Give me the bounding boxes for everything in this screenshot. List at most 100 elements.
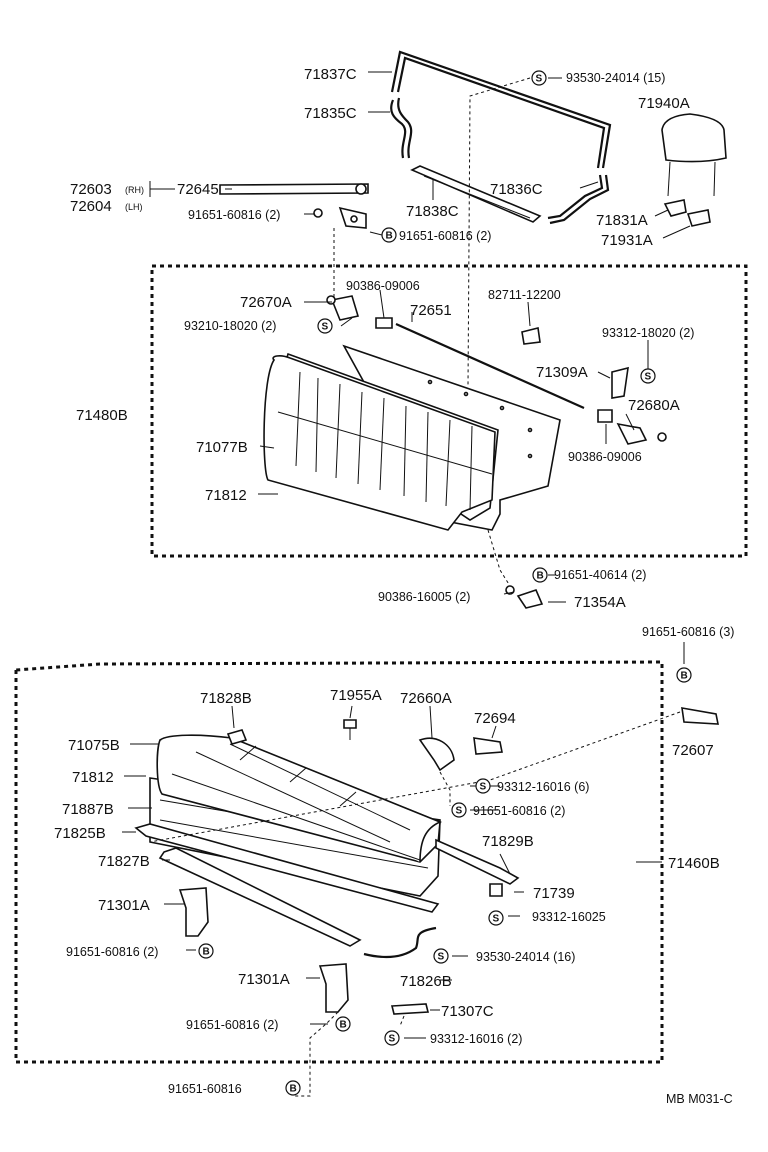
- cushion-rail-71829B: [435, 838, 520, 885]
- screw-symbol: S: [451, 802, 467, 818]
- part-label: 71812: [72, 769, 114, 786]
- striker-72694: [473, 737, 503, 755]
- svg-text:S: S: [536, 74, 543, 85]
- part-label: 72670A: [240, 294, 292, 311]
- svg-text:S: S: [322, 322, 329, 333]
- bolt-symbol: B: [198, 943, 214, 959]
- part-label-side: (LH): [125, 202, 143, 212]
- part-label: 71077B: [196, 439, 248, 456]
- part-label: 72680A: [628, 397, 680, 414]
- screw-symbol: S: [475, 778, 491, 794]
- lock-assembly-72670A: [326, 295, 360, 321]
- clip-82711-12200: [521, 327, 541, 345]
- bracket-71301A-left: [178, 887, 209, 937]
- part-label: 93312-16016 (2): [430, 1032, 522, 1046]
- lock-cover-71309A: [611, 366, 629, 399]
- svg-text:S: S: [438, 952, 445, 963]
- part-label: 71354A: [574, 594, 626, 611]
- part-label: 93312-16016 (6): [497, 780, 589, 794]
- hinge-72607: [681, 707, 719, 725]
- part-label: 93530-24014 (15): [566, 71, 665, 85]
- part-label: 91651-60816 (3): [642, 625, 734, 639]
- part-label: 71301A: [238, 971, 290, 988]
- part-label: 93530-24014 (16): [476, 950, 575, 964]
- part-label: 71837C: [304, 66, 357, 83]
- part-label: 93312-16025: [532, 910, 606, 924]
- screw-symbol: S: [488, 910, 504, 926]
- headrest-support-71931A: [686, 209, 711, 227]
- seat-back-pad-71077B: [263, 344, 561, 531]
- bolt-symbol: B: [532, 567, 548, 583]
- screw-symbol: S: [384, 1030, 400, 1046]
- bushing-90386-09006-lower: [597, 409, 613, 423]
- svg-text:B: B: [386, 231, 393, 242]
- part-label: 71955A: [330, 687, 382, 704]
- part-label: 91651-60816 (2): [66, 945, 158, 959]
- cushion-rail-71827B: [158, 847, 362, 947]
- svg-text:S: S: [389, 1034, 396, 1045]
- hinge-71354A: [516, 589, 544, 609]
- bracket-71301A-right: [318, 963, 349, 1013]
- svg-text:B: B: [681, 671, 688, 682]
- part-label: 71836C: [490, 181, 543, 198]
- svg-text:B: B: [203, 947, 210, 958]
- seat-cushion-pad-71075B: [156, 734, 443, 863]
- bolt-symbol: B: [381, 227, 397, 243]
- cushion-rail-71825B: [134, 823, 440, 913]
- part-label: 71309A: [536, 364, 588, 381]
- part-label: 71825B: [54, 825, 106, 842]
- part-label: 71075B: [68, 737, 120, 754]
- part-label: 71301A: [98, 897, 150, 914]
- part-label-side: (RH): [125, 185, 144, 195]
- bolt-symbol: B: [335, 1016, 351, 1032]
- group-boundary-71480B: [150, 264, 748, 558]
- headrest-support-71831A: [663, 199, 687, 217]
- svg-text:B: B: [340, 1020, 347, 1031]
- part-label: 91651-60816 (2): [473, 804, 565, 818]
- seat-back-frame-71836C: [547, 174, 610, 225]
- part-label: 71831A: [596, 212, 648, 229]
- part-label: 71931A: [601, 232, 653, 249]
- seat-back-frame-71835C: [390, 97, 413, 159]
- bushing-90386-09006-upper: [375, 317, 393, 329]
- bolt-symbol: B: [676, 667, 692, 683]
- part-label: 93210-18020 (2): [184, 319, 276, 333]
- part-label: 91651-60816 (2): [186, 1018, 278, 1032]
- svg-text:B: B: [537, 571, 544, 582]
- part-label: 71480B: [76, 407, 128, 424]
- svg-text:S: S: [645, 372, 652, 383]
- headrest-71940A: [661, 113, 727, 197]
- part-label: 71829B: [482, 833, 534, 850]
- svg-text:B: B: [290, 1084, 297, 1095]
- part-label: 91651-60816 (2): [188, 208, 280, 222]
- part-label: 71812: [205, 487, 247, 504]
- part-label: 72607: [672, 742, 714, 759]
- part-label: 71838C: [406, 203, 459, 220]
- part-label: 71828B: [200, 690, 252, 707]
- seat-back-reinforcement-71838C: [410, 165, 542, 223]
- part-label: 91651-40614 (2): [554, 568, 646, 582]
- part-label: 91651-60816 (2): [399, 229, 491, 243]
- lock-rod-72651: [395, 322, 585, 410]
- hinge-71307C: [390, 1003, 430, 1015]
- svg-text:S: S: [480, 782, 487, 793]
- part-label: 90386-09006: [568, 450, 642, 464]
- part-label: 72604: [70, 198, 112, 215]
- cushion-wire-71826B: [363, 926, 437, 959]
- part-label: 71887B: [62, 801, 114, 818]
- part-label: 72694: [474, 710, 516, 727]
- part-label: 71826B: [400, 973, 452, 990]
- release-rod-72645: [219, 183, 369, 195]
- part-label: 82711-12200: [488, 288, 561, 302]
- bolt-symbol: B: [285, 1080, 301, 1096]
- part-label: 71307C: [441, 1003, 494, 1020]
- part-label: 72651: [410, 302, 452, 319]
- part-label: 71827B: [98, 853, 150, 870]
- part-label: 72603: [70, 181, 112, 198]
- part-label: 90386-16005 (2): [378, 590, 470, 604]
- bolt-71955A: [343, 719, 357, 740]
- screw-symbol: S: [433, 948, 449, 964]
- part-label: 90386-09006: [346, 279, 420, 293]
- diagram-code: MB M031-C: [666, 1092, 733, 1106]
